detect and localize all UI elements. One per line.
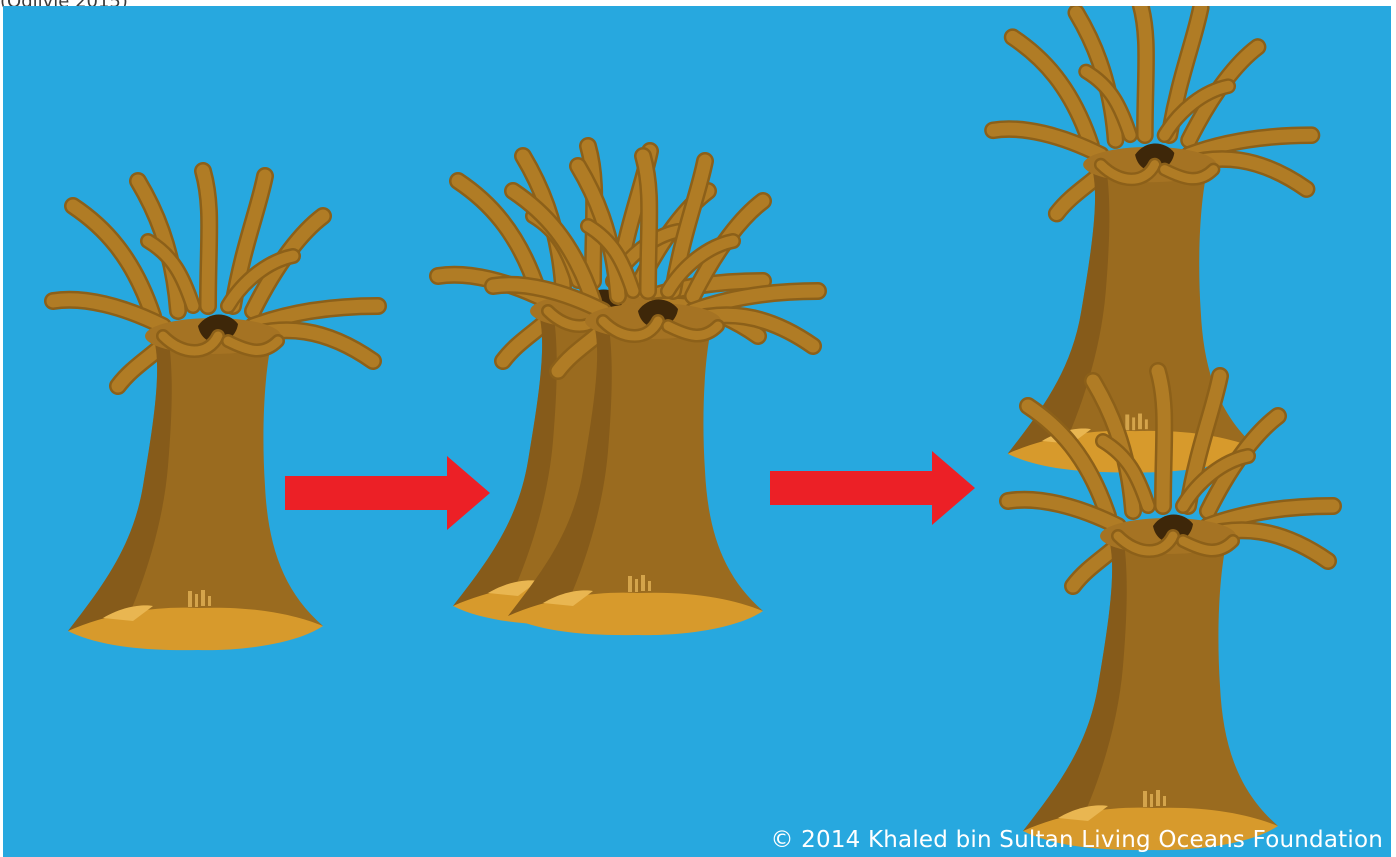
copyright-credit: © 2014 Khaled bin Sultan Living Oceans F… — [770, 827, 1383, 853]
anemone-stage-3-top — [993, 6, 1312, 472]
fission-diagram — [3, 6, 1391, 857]
diagram-panel: © 2014 Khaled bin Sultan Living Oceans F… — [3, 6, 1391, 857]
anemone-stage-1 — [53, 171, 378, 650]
arrow-1-icon — [285, 456, 490, 530]
arrow-2-icon — [770, 451, 975, 525]
